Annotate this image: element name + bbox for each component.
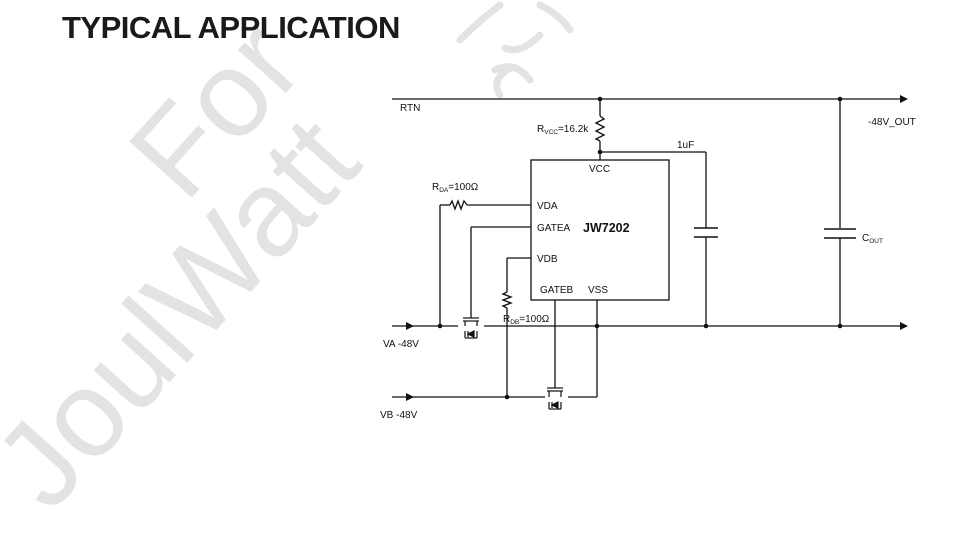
junction-dots xyxy=(437,96,843,400)
pin-gatea: GATEA xyxy=(537,223,570,234)
logo-mark xyxy=(456,1,574,99)
capacitor-cout xyxy=(824,228,856,239)
label-rdb: RDB=100Ω xyxy=(503,314,550,326)
label-1uf: 1uF xyxy=(677,140,694,151)
label-va: VA -48V xyxy=(383,339,419,350)
pin-vda: VDA xyxy=(537,201,558,212)
label-rtn: RTN xyxy=(400,103,420,114)
chip-jw7202 xyxy=(530,159,670,301)
mosfet-b xyxy=(547,387,563,410)
wires xyxy=(392,98,900,398)
rail-arrows xyxy=(406,95,908,401)
label-out: -48V_OUT xyxy=(868,117,916,128)
label-rvcc: RVCC=16.2k xyxy=(537,124,589,136)
pin-vdb: VDB xyxy=(537,254,558,265)
pin-vcc: VCC xyxy=(589,164,610,175)
capacitor-1uf xyxy=(694,227,718,238)
label-cout: COUT xyxy=(862,233,883,245)
pin-gateb: GATEB xyxy=(540,285,573,296)
page-title: TYPICAL APPLICATION xyxy=(62,10,400,45)
label-rda: RDA=100Ω xyxy=(432,182,479,194)
pin-vss: VSS xyxy=(588,285,608,296)
mosfet-a xyxy=(463,317,479,339)
label-vb: VB -48V xyxy=(380,410,418,421)
watermark: JoulWatt For xyxy=(0,0,384,532)
chip-name: JW7202 xyxy=(583,221,630,235)
